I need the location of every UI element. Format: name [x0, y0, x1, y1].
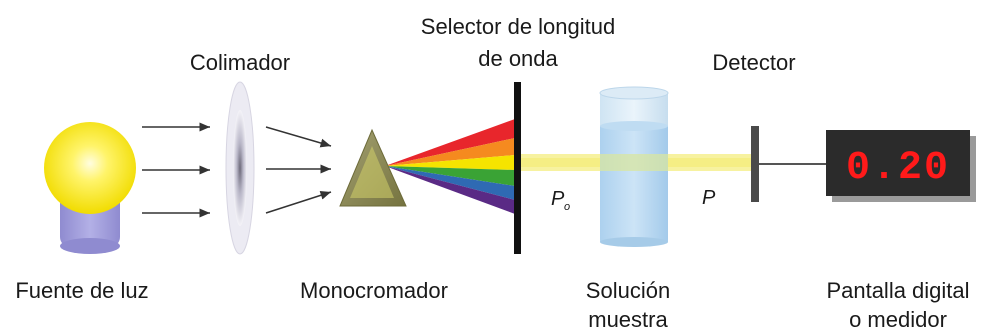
spectrum-band-orange	[385, 138, 515, 166]
dispersed-spectrum	[385, 119, 515, 214]
detector-plate	[751, 126, 759, 202]
converging-rays	[265, 126, 332, 214]
spectrum-band-yellow	[385, 155, 515, 170]
spectrum-band-violet	[385, 166, 515, 214]
monochromator-label: Monocromador	[300, 278, 448, 303]
prism-highlight	[350, 146, 394, 198]
display-label-line1: Pantalla digital	[826, 278, 969, 303]
meter-reading: 0.20	[846, 146, 950, 191]
light-source	[44, 122, 136, 254]
collimator-lens	[225, 81, 255, 255]
ray-arrow	[265, 190, 332, 214]
digital-display: 0.20	[826, 130, 976, 202]
sample-liquid	[600, 126, 668, 242]
lamp-base-bottom	[60, 238, 120, 254]
collimator-label: Colimador	[190, 50, 290, 75]
sample-solution-label-line2: muestra	[588, 307, 668, 332]
detector-label: Detector	[712, 50, 795, 75]
sample-cuvette	[599, 86, 669, 247]
beam-through-sample	[600, 154, 668, 171]
incident-power-symbol: P	[551, 188, 565, 210]
liquid-surface	[600, 121, 668, 131]
cuvette-bottom	[600, 237, 668, 247]
wavelength-selector-label-line2: de onda	[478, 46, 558, 71]
meter-body	[826, 130, 970, 196]
light-source-label: Fuente de luz	[15, 278, 148, 303]
wavelength-selector-slit	[514, 82, 521, 254]
ray-arrow	[265, 126, 332, 148]
incident-rays	[142, 122, 210, 218]
light-bulb	[44, 122, 136, 214]
sample-solution-label-line1: Solución	[586, 278, 670, 303]
lens-core	[233, 110, 247, 226]
incident-power-subscript: o	[564, 201, 570, 213]
wavelength-selector-label-line1: Selector de longitud	[421, 14, 615, 39]
spectrum-band-red	[385, 119, 515, 166]
transmitted-power-symbol: P	[702, 187, 716, 209]
display-label-line2: o medidor	[849, 307, 947, 332]
cuvette-rim	[599, 86, 669, 100]
